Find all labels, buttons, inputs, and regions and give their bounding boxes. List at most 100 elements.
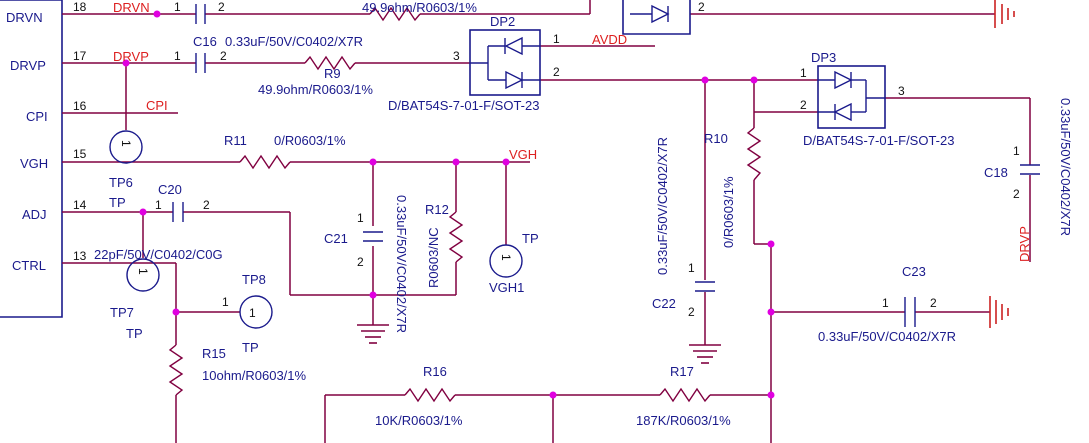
- ground-c21: [357, 324, 389, 344]
- resistor-r10: R10 0/R0603/1%: [704, 127, 762, 248]
- ic-pin-num-14: 14: [73, 198, 87, 212]
- c20-ref: C20: [158, 182, 182, 197]
- c20-pin2: 2: [203, 198, 210, 212]
- vgh1-type: TP: [522, 231, 539, 246]
- c-top-pin1: 1: [174, 0, 181, 14]
- c22-value: 0.33uF/50V/C0402/X7R: [655, 137, 670, 275]
- c22-ref: C22: [652, 296, 676, 311]
- net-label-cpi: CPI: [146, 98, 168, 113]
- capacitor-c23: 1 2 C23 0.33uF/50V/C0402/X7R: [818, 264, 956, 344]
- vgh1-pin: 1: [499, 254, 513, 261]
- c23-ref: C23: [902, 264, 926, 279]
- tp-cpi-pin: 1: [119, 140, 133, 147]
- dp2-value: D/BAT54S-7-01-F/SOT-23: [388, 98, 539, 113]
- c18-ref: C18: [984, 165, 1008, 180]
- dp3-value: D/BAT54S-7-01-F/SOT-23: [803, 133, 954, 148]
- capacitor-c16: 1 2 C16 0.33uF/50V/C0402/X7R: [174, 34, 363, 73]
- ic-pin-name-cpi: CPI: [26, 109, 48, 124]
- testpoint-cpi: 1: [109, 130, 143, 164]
- testpoint-tp6: TP6 TP: [109, 175, 133, 210]
- r17-value: 187K/R0603/1%: [636, 413, 731, 428]
- resistor-r16: R16 10K/R0603/1%: [375, 364, 463, 428]
- r15-ref: R15: [202, 346, 226, 361]
- ic-pin-name-ctrl: CTRL: [12, 258, 46, 273]
- resistor-r12: R12 R0603/NC: [425, 202, 464, 288]
- testpoint-vgh1: 1 TP VGH1: [489, 231, 539, 295]
- c21-pin1: 1: [357, 211, 364, 225]
- r11-value: 0/R0603/1%: [274, 133, 346, 148]
- dp3-pin3: 3: [898, 84, 905, 98]
- dp3-ref: DP3: [811, 50, 836, 65]
- r12-value: R0603/NC: [426, 227, 441, 288]
- vgh1-ref: VGH1: [489, 280, 524, 295]
- top-diode-pin2: 2: [698, 0, 705, 14]
- c16-value: 0.33uF/50V/C0402/X7R: [225, 34, 363, 49]
- tp6-ref: TP6: [109, 175, 133, 190]
- r-top-value: 49.9ohm/R0603/1%: [362, 0, 477, 15]
- diode-dp2: DP2 D/BAT54S-7-01-F/SOT-23 1 2 3: [388, 14, 560, 113]
- tp8-ref: TP8: [242, 272, 266, 287]
- net-label-drvp-vertical: DRVP: [1017, 226, 1032, 262]
- c21-value: 0.33uF/50V/C0402/X7R: [394, 195, 409, 333]
- r16-ref: R16: [423, 364, 447, 379]
- r16-value: 10K/R0603/1%: [375, 413, 463, 428]
- ic-pin-num-16: 16: [73, 99, 87, 113]
- dp3-pin1: 1: [800, 66, 807, 80]
- ic-pin-num-15: 15: [73, 147, 87, 161]
- diode-dp3: DP3 D/BAT54S-7-01-F/SOT-23 1 2 3: [800, 50, 954, 148]
- tp8-type: TP: [242, 340, 259, 355]
- resistor-top: 49.9ohm/R0603/1%: [362, 0, 477, 22]
- diode-top: 2: [622, 0, 705, 35]
- testpoint-tp8: 1 1 TP8 TP: [222, 272, 273, 355]
- c21-ref: C21: [324, 231, 348, 246]
- junction-dots: [122, 10, 775, 399]
- capacitor-c20: 1 2 C20 22pF/50V/C0402/C0G: [94, 182, 223, 262]
- ground-c22: [689, 344, 721, 364]
- dp2-ref: DP2: [490, 14, 515, 29]
- net-label-drvn: DRVN: [113, 0, 150, 15]
- c21-pin2: 2: [357, 255, 364, 269]
- net-label-vgh: VGH: [509, 147, 537, 162]
- tp8-pin: 1: [249, 306, 256, 320]
- resistor-r15: R15 10ohm/R0603/1%: [168, 344, 307, 396]
- c18-value: 0.33uF/50V/C0402/X7R: [1058, 98, 1073, 236]
- r12-ref: R12: [425, 202, 449, 217]
- net-labels: DRVN DRVP CPI VGH AVDD DRVP: [113, 0, 1032, 262]
- tp6-type: TP: [109, 195, 126, 210]
- dp2-pin2: 2: [553, 65, 560, 79]
- c18-pin2: 2: [1013, 187, 1020, 201]
- c20-value: 22pF/50V/C0402/C0G: [94, 247, 223, 262]
- c16-ref: C16: [193, 34, 217, 49]
- ground-top-right: [994, 0, 1015, 28]
- c23-pin1: 1: [882, 296, 889, 310]
- r9-ref: R9: [324, 66, 341, 81]
- tp7-pin: 1: [136, 268, 150, 275]
- dp2-pin3: 3: [453, 49, 460, 63]
- capacitor-c-top: 1 2: [174, 0, 225, 24]
- r11-ref: R11: [224, 133, 247, 148]
- c16-pin1: 1: [174, 49, 181, 63]
- c23-value: 0.33uF/50V/C0402/X7R: [818, 329, 956, 344]
- dp3-pin2: 2: [800, 98, 807, 112]
- c22-pin1: 1: [688, 261, 695, 275]
- c16-pin2: 2: [220, 49, 227, 63]
- ic-pin-name-drvn: DRVN: [6, 10, 43, 25]
- ground-c23: [989, 296, 1009, 328]
- c18-pin1: 1: [1013, 144, 1020, 158]
- r10-value: 0/R0603/1%: [721, 176, 736, 248]
- ic-pin-name-drvp: DRVP: [10, 58, 46, 73]
- c20-pin1: 1: [155, 198, 162, 212]
- resistor-r9: R9 49.9ohm/R0603/1%: [258, 55, 373, 97]
- r15-value: 10ohm/R0603/1%: [202, 368, 307, 383]
- ic-block: [0, 0, 63, 318]
- ic-pin-num-17: 17: [73, 49, 87, 63]
- ic-pin-name-vgh: VGH: [20, 156, 48, 171]
- capacitor-c22: 1 2 C22 0.33uF/50V/C0402/X7R: [652, 137, 715, 319]
- ic-pin-name-adj: ADJ: [22, 207, 47, 222]
- net-label-drvp: DRVP: [113, 49, 149, 64]
- tp7-ref: TP7: [110, 305, 134, 320]
- capacitor-c18: 1 2 C18 0.33uF/50V/C0402/X7R: [984, 98, 1073, 236]
- r17-ref: R17: [670, 364, 694, 379]
- capacitor-c21: 1 2 C21 0.33uF/50V/C0402/X7R: [324, 195, 409, 333]
